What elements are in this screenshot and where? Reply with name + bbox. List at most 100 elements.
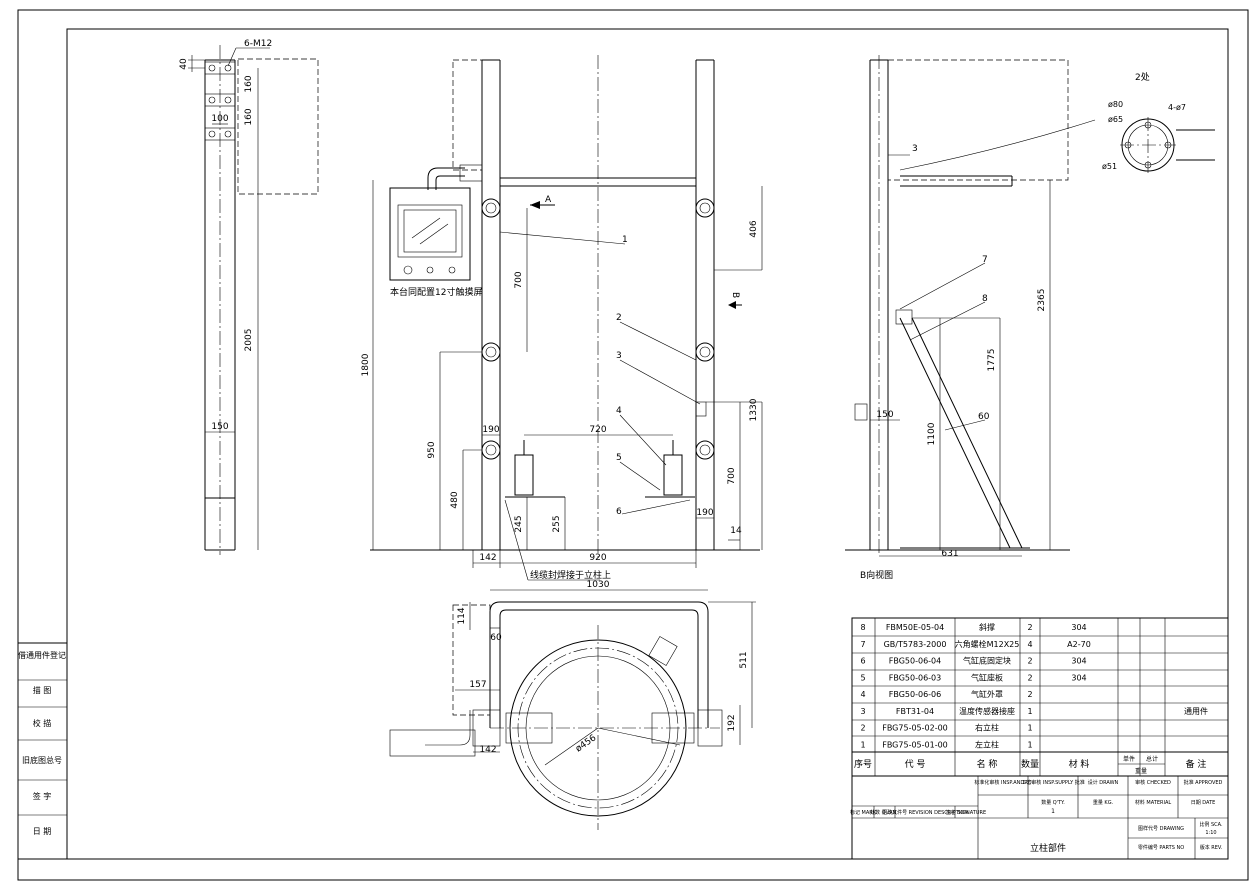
title-cell: 1:10 bbox=[1205, 830, 1216, 836]
title-cell: 标记 MARK bbox=[850, 809, 877, 816]
bom-cell-qty: 1 bbox=[1027, 724, 1032, 733]
side-stamp: 借通用件登记 描 图 校 描 旧底图总号 签 字 日 期 bbox=[17, 642, 68, 860]
top-view: 1030 114 60 511 157 192 142 ø456 bbox=[389, 580, 756, 830]
hole-note: 6-M12 bbox=[244, 39, 272, 49]
title-cell: 标准化审核 INSP.ANDRD bbox=[974, 779, 1031, 786]
dimension: 2365 bbox=[1037, 289, 1047, 312]
bom-header: 材 料 bbox=[1069, 758, 1090, 770]
bom-cell-material: 304 bbox=[1071, 657, 1086, 666]
bom-cell-code: FBG75-05-02-00 bbox=[882, 724, 948, 733]
dimension: 1800 bbox=[361, 353, 371, 376]
title-cell: 签名 SIGNATURE bbox=[946, 809, 986, 816]
bom-header: 总计 bbox=[1146, 755, 1158, 763]
dimension: 190 bbox=[482, 425, 499, 435]
title-cell: 材料 MATERIAL bbox=[1135, 799, 1172, 806]
stamp-row: 日 期 bbox=[33, 827, 52, 836]
bom-cell-name: 温度传感器接座 bbox=[959, 706, 1015, 716]
dimension: 1775 bbox=[987, 349, 997, 372]
leader-note: 线缆封焊接于立柱上 bbox=[530, 569, 611, 581]
dimension: 700 bbox=[514, 271, 524, 288]
dimension: 1030 bbox=[587, 580, 610, 590]
bom-cell-qty: 1 bbox=[1027, 740, 1032, 749]
callout: 5 bbox=[616, 453, 622, 463]
bom-cell-code: FBT31-04 bbox=[896, 707, 934, 716]
bom-cell-name: 左立柱 bbox=[975, 739, 999, 749]
callout: 1 bbox=[622, 235, 628, 245]
title-cell: 1 bbox=[1051, 808, 1055, 815]
callout: 4 bbox=[616, 406, 622, 416]
drawing-title: 立柱部件 bbox=[1030, 842, 1066, 854]
stamp-row: 旧底图总号 bbox=[22, 755, 62, 765]
dimension: 700 bbox=[727, 467, 737, 484]
bom-header: 代 号 bbox=[905, 759, 926, 770]
front-view: 本台同配置12寸触摸屏 A B 1800 700 950 bbox=[361, 55, 763, 581]
dimension: 14 bbox=[730, 526, 742, 536]
dimension: 160 bbox=[244, 75, 254, 92]
bom-cell-no: 6 bbox=[860, 657, 865, 666]
side-view: 3 2365 1775 150 1100 631 7 8 60 B向视图 2处 … bbox=[845, 55, 1215, 581]
bom-cell-qty: 2 bbox=[1027, 623, 1032, 632]
title-cell: 数量 Q'TY. bbox=[1041, 799, 1065, 806]
bom-cell-name: 气缸底固定块 bbox=[963, 656, 1011, 666]
title-cell: 重量 KG. bbox=[1093, 799, 1114, 806]
bom-cell-code: FBM50E-05-04 bbox=[886, 623, 944, 632]
bom-cell-code: FBG50-06-06 bbox=[889, 690, 941, 699]
bom-cell-qty: 2 bbox=[1027, 690, 1032, 699]
title-cell: 图样代号 DRAWING bbox=[1138, 825, 1184, 832]
title-cell: 比例 SCA. bbox=[1199, 821, 1223, 828]
bom-cell-no: 3 bbox=[860, 707, 865, 716]
title-cell: 工艺审核 INSP.SUPPLY 批准 bbox=[1021, 779, 1084, 786]
dimension: 920 bbox=[589, 553, 606, 563]
bom-cell-code: FBG75-05-01-00 bbox=[882, 740, 948, 749]
title-cell: 更改文件号 REVISION DESCRIPTION bbox=[882, 809, 968, 816]
bom-header: 名 称 bbox=[977, 758, 998, 770]
bom-cell-no: 8 bbox=[860, 623, 865, 632]
title-cell: 设计 DRAWN bbox=[1088, 779, 1119, 786]
section-label: A bbox=[545, 195, 552, 205]
dimension: 190 bbox=[696, 508, 713, 518]
dimension: 114 bbox=[457, 607, 467, 624]
dimension: 40 bbox=[179, 58, 189, 70]
dimension: 1330 bbox=[749, 398, 759, 421]
drawing-frame bbox=[17, 9, 1249, 881]
dimension: 950 bbox=[427, 441, 437, 458]
bom-cell-no: 4 bbox=[860, 690, 865, 699]
dimension: ø51 bbox=[1102, 162, 1117, 171]
dimension: ø80 bbox=[1108, 100, 1123, 109]
stamp-row: 签 字 bbox=[33, 791, 52, 801]
dimension: 2005 bbox=[244, 329, 254, 352]
title-cell: 批准 APPROVED bbox=[1184, 779, 1223, 786]
dimension: 160 bbox=[244, 108, 254, 125]
dimension: 192 bbox=[727, 714, 737, 731]
dimension: 3 bbox=[912, 144, 918, 154]
title-cell: 处数 QUAN. bbox=[870, 809, 898, 816]
bom-cell-name: 右立柱 bbox=[975, 723, 999, 733]
bom-cell-qty: 1 bbox=[1027, 707, 1032, 716]
title-block: 标准化审核 INSP.ANDRD 工艺审核 INSP.SUPPLY 批准 设计 … bbox=[850, 775, 1229, 860]
dimension: 720 bbox=[589, 425, 606, 435]
dimension: 60 bbox=[490, 633, 502, 643]
bom-cell-note: 通用件 bbox=[1184, 706, 1208, 716]
dimension: 157 bbox=[469, 680, 486, 690]
section-label: B bbox=[730, 292, 740, 298]
view-label: B向视图 bbox=[860, 569, 893, 581]
dimension: 406 bbox=[749, 220, 759, 237]
bom-cell-material: 304 bbox=[1071, 673, 1086, 682]
bom-cell-name: 六角螺栓M12X25 bbox=[955, 639, 1020, 649]
stamp-row: 描 图 bbox=[33, 685, 52, 695]
dimension: 245 bbox=[514, 515, 524, 532]
stamp-row: 借通用件登记 bbox=[18, 650, 66, 660]
bom-header: 备 注 bbox=[1186, 758, 1207, 770]
bom-cell-no: 2 bbox=[860, 724, 865, 733]
dimension: 1100 bbox=[927, 422, 937, 445]
bom-cell-name: 气缸外罩 bbox=[971, 689, 1003, 699]
callout: 3 bbox=[616, 351, 622, 361]
bom-header: 单件 bbox=[1123, 755, 1135, 763]
bom-cell-no: 1 bbox=[860, 740, 865, 749]
dimension: 142 bbox=[479, 745, 496, 755]
left-view: 40 160 160 100 2005 150 6-M12 bbox=[179, 39, 319, 555]
bom-cell-name: 斜撑 bbox=[979, 622, 995, 632]
title-cell: 零件编号 PARTS NO bbox=[1138, 844, 1184, 851]
